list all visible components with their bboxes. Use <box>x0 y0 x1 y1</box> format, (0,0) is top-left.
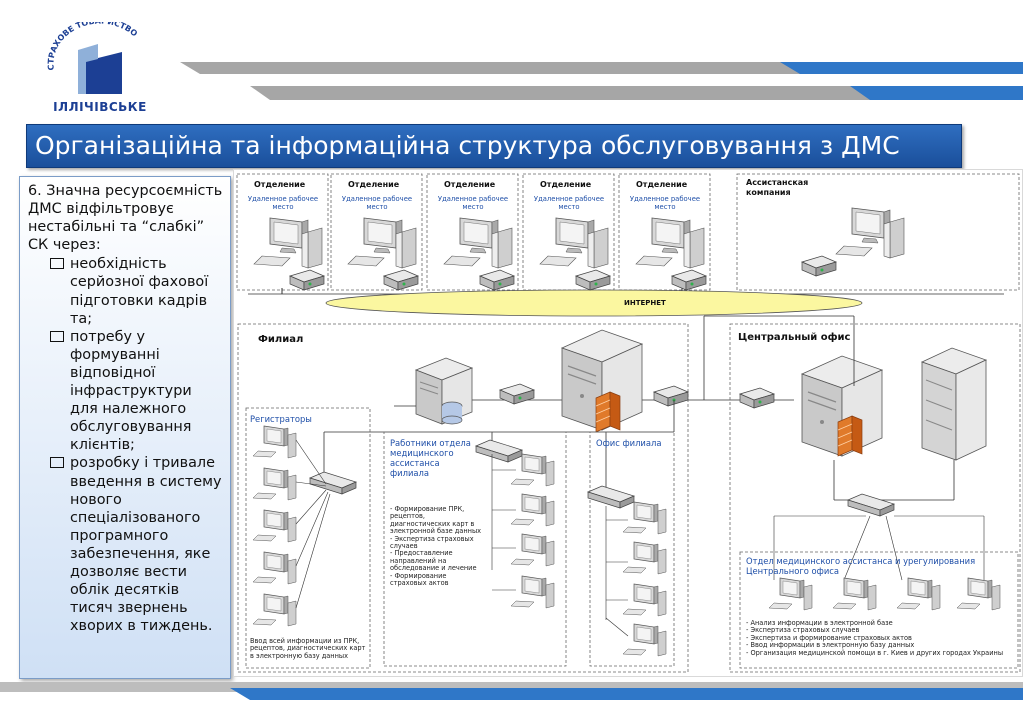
branch-1-title: Отделение <box>254 180 306 189</box>
left-text-panel: 6. Значна ресурсоємність ДМС відфільтров… <box>19 176 231 679</box>
department-label: Отдел медицинского ассистанса и урегулир… <box>746 556 976 576</box>
logo-mark: СТРАХОВЕ ТОВАРИСТВО <box>46 16 139 94</box>
workers-label: Работники отдела медицинского ассистанса… <box>390 438 471 478</box>
central-office-label: Центральный офис <box>738 332 851 343</box>
branch-4-title: Отделение <box>540 180 592 189</box>
bullet-text: необхідність серйозної фахової підготовк… <box>70 256 209 327</box>
branch-5-subtitle: Удаленное рабочее место <box>629 195 701 211</box>
header-stripes <box>180 62 1023 100</box>
bullet-item: необхідність серйозної фахової підготовк… <box>50 255 224 327</box>
bullet-item: потребу у формуванні відповідної інфраст… <box>50 328 224 455</box>
diagram-drawing <box>236 173 1021 673</box>
department-tasks: - Анализ информации в электронной базе -… <box>746 619 1004 657</box>
filial-label: Филиал <box>258 334 304 345</box>
branch-2-title: Отделение <box>348 180 400 189</box>
checkbox-bullet-icon <box>50 258 64 270</box>
branch-3-subtitle: Удаленное рабочее место <box>437 195 509 211</box>
footer-stripes <box>0 682 1023 700</box>
branch-3-title: Отделение <box>444 180 496 189</box>
panel-intro: 6. Значна ресурсоємність ДМС відфільтров… <box>28 183 223 254</box>
network-diagram: Отделение Удаленное рабочее место Отделе… <box>233 169 1023 677</box>
branch-2-subtitle: Удаленное рабочее место <box>341 195 413 211</box>
company-logo: СТРАХОВЕ ТОВАРИСТВО ІЛЛІЧІВСЬКЕ <box>40 16 160 122</box>
branch-1-subtitle: Удаленное рабочее место <box>247 195 319 211</box>
branch-5-title: Отделение <box>636 180 688 189</box>
registrars-label: Регистраторы <box>250 414 312 424</box>
bullet-text: розробку і тривале введення в систему но… <box>70 455 222 635</box>
checkbox-bullet-icon <box>50 330 64 342</box>
internet-label: ИНТЕРНЕТ <box>624 299 666 307</box>
title-bar: Організаційна та інформаційна структура … <box>26 124 962 168</box>
bullet-text: потребу у формуванні відповідної інфраст… <box>70 328 192 454</box>
registrars-note: Ввод всей информации из ПРК, рецептов, д… <box>250 637 366 660</box>
bullet-item: розробку і тривале введення в систему но… <box>50 454 224 635</box>
assistance-company-label: Ассистанская компания <box>746 178 809 197</box>
checkbox-bullet-icon <box>50 457 64 469</box>
logo-brand: ІЛЛІЧІВСЬКЕ <box>53 100 147 114</box>
page-title: Організаційна та інформаційна структура … <box>35 131 900 160</box>
branch-office-label: Офис филиала <box>596 438 662 448</box>
branch-4-subtitle: Удаленное рабочее место <box>533 195 605 211</box>
workers-tasks: - Формирование ПРК, рецептов, диагностич… <box>390 505 482 588</box>
